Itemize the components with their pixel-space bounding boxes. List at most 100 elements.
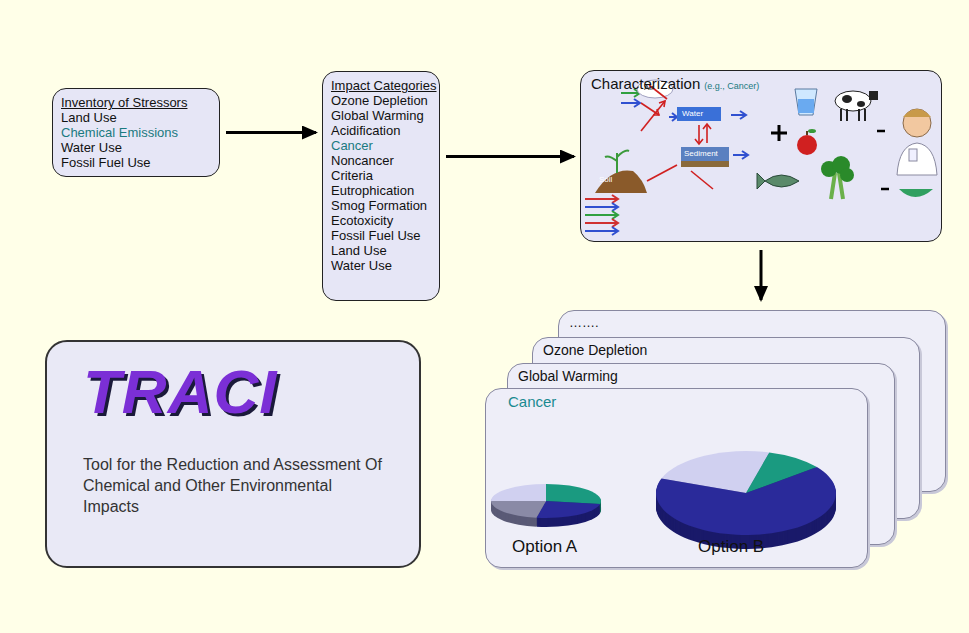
drawing-part [706, 125, 708, 143]
node-text: Land Use [61, 110, 211, 125]
node-text: Cancer [331, 138, 431, 153]
node-text: Water Use [331, 258, 431, 273]
drawing-part [731, 111, 748, 159]
node-text: Noncancer [331, 153, 431, 168]
drawing-part [797, 135, 817, 155]
drawing-part [612, 211, 618, 219]
drawing-part [742, 151, 748, 159]
stressor-list-box: Inventory of StressorsLand UseChemical E… [52, 88, 220, 177]
drawing-part [731, 114, 745, 116]
drawing-part [681, 161, 729, 167]
node-heading: Inventory of Stressors [61, 95, 211, 110]
drawing-part [612, 227, 618, 235]
node-text: Fossil Fuel Use [331, 228, 431, 243]
drawing-part [585, 214, 617, 216]
drawing-part [798, 99, 814, 113]
drawing-part [641, 103, 659, 115]
pie-slice [491, 501, 546, 518]
drawing-part [672, 113, 677, 121]
drawing-part [733, 154, 747, 156]
node-heading: ……. [569, 315, 935, 330]
pie-slice [656, 467, 836, 535]
drawing-part [677, 107, 721, 121]
drawing-part [585, 222, 617, 224]
compartment-label: Sediment [684, 149, 718, 159]
drawing-part [909, 149, 917, 161]
impact-category-box: Impact CategoriesOzone DepletionGlobal W… [322, 71, 440, 301]
node-heading: Ozone Depletion [543, 342, 909, 358]
drawing-part [903, 109, 931, 137]
compartment-label: Water [682, 109, 703, 119]
node-text: Option B [698, 537, 764, 557]
drawing-part [806, 131, 808, 135]
compartment-label: Soil [599, 175, 612, 185]
pie-slice [491, 484, 546, 501]
drawing-part [612, 203, 618, 211]
drawing-part [841, 109, 865, 121]
drawing-part [641, 101, 665, 131]
flow-arrow [446, 155, 574, 158]
drawing-part [612, 219, 618, 227]
pie-slice [491, 485, 546, 502]
node-text: Land Use [331, 243, 431, 258]
drawing-part [585, 230, 617, 232]
drawing-part [605, 151, 629, 173]
drawing-part [659, 101, 665, 107]
flow-arrow [226, 131, 316, 134]
node-text: Global Warming [331, 108, 431, 123]
pie-slice [546, 484, 601, 504]
drawing-part [757, 173, 799, 189]
drawing-part [903, 109, 931, 117]
drawing-part [585, 89, 677, 235]
node-text: Eutrophication [331, 183, 431, 198]
drawing-part [681, 147, 729, 161]
traci-title-box: TRACI Tool for the Reduction and Assessme… [45, 340, 421, 568]
drawing-part [621, 92, 639, 94]
node-text: Ecotoxicity [331, 213, 431, 228]
node-text: Water Use [61, 140, 211, 155]
characterization-box: Characterization(e.g., Cancer)AirSoilWat… [580, 70, 942, 242]
drawing-part [740, 111, 746, 119]
drawing-part [842, 95, 852, 103]
drawing-part [621, 102, 639, 104]
drawing-part [897, 143, 937, 175]
drawing-part [899, 189, 933, 197]
node-text: Ozone Depletion [331, 93, 431, 108]
drawing-part [695, 139, 703, 144]
node-text: Tool for the Reduction and Assessment Of… [83, 454, 383, 517]
node-heading: Cancer [508, 393, 556, 410]
flow-arrow [760, 250, 763, 300]
drawing-part [857, 101, 865, 107]
pie-slice [536, 501, 600, 518]
node-text: Smog Formation [331, 198, 431, 213]
node-text: (e.g., Cancer) [704, 81, 759, 91]
node-text: Fossil Fuel Use [61, 155, 211, 170]
node-text: Option A [512, 537, 577, 557]
drawing-part [585, 198, 617, 200]
drawing-part [698, 125, 700, 143]
node-heading: TRACI [83, 356, 277, 427]
node-heading: Global Warming [518, 368, 884, 384]
drawing-part [795, 89, 817, 115]
drawing-part [595, 170, 647, 193]
drawing-part [703, 124, 711, 129]
drawing-part [869, 91, 878, 100]
compartment-label: Air [644, 83, 654, 93]
drawing-part [808, 129, 816, 133]
pie-slice [536, 502, 600, 519]
result-card-front: CancerOption A Option B [485, 388, 868, 568]
drawing-part [771, 125, 787, 141]
node-heading: Impact Categories [331, 78, 431, 93]
drawing-part [647, 165, 677, 181]
drawing-part [612, 195, 618, 203]
drawing-part [840, 168, 854, 182]
drawing-part [877, 131, 889, 189]
node-text: Acidification [331, 123, 431, 138]
fate-exposure-illustration [581, 71, 941, 243]
drawing-part [634, 99, 640, 107]
node-text: Chemical Emissions [61, 125, 211, 140]
drawing-part [641, 85, 713, 189]
drawing-part [691, 171, 713, 189]
drawing-part [585, 206, 617, 208]
